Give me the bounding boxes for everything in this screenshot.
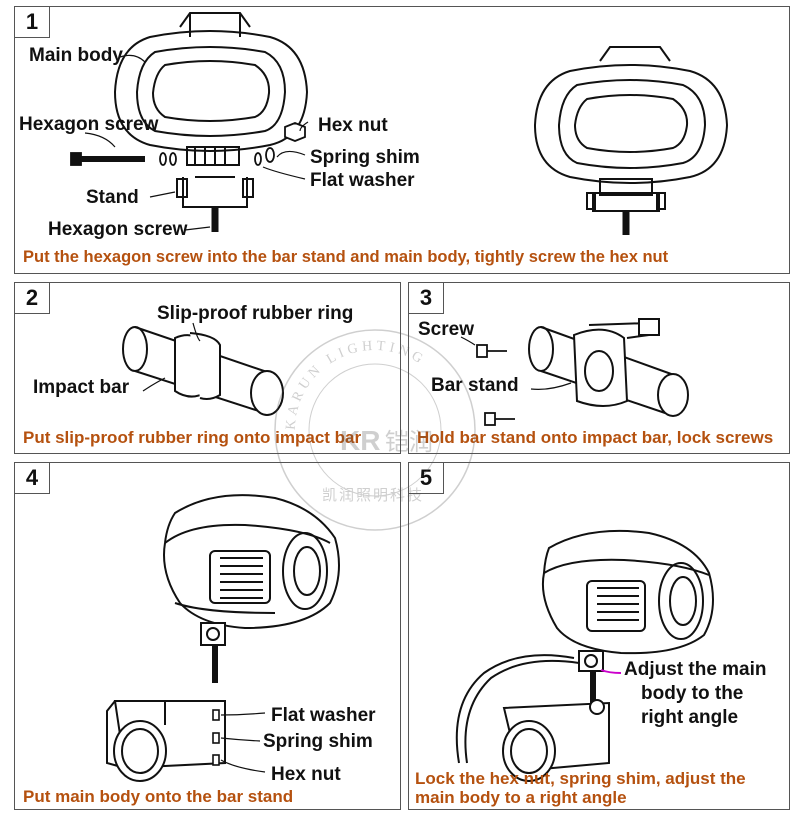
assembled-lamp-drawing [541,529,714,703]
main-body-side-drawing [163,494,340,683]
bar-stand-drawing [502,699,610,782]
hex-nut-drawing [254,122,306,166]
label-main-body: Main body [29,45,123,66]
label-adjust-line-2: body to the [641,683,744,704]
step-5-illustration [455,529,714,782]
label-impact-bar: Impact bar [33,377,130,398]
label-adjust-line-3: right angle [641,707,739,728]
washer-parts-drawing [212,709,220,766]
step-5-panel: 5 Adjust the main body to the righ [408,462,790,810]
step-3-illustration [460,318,689,426]
step-1-caption: Put the hexagon screw into the bar stand… [23,248,669,266]
bar-stand-drawing [528,318,689,417]
step-4-caption: Put main body onto the bar stand [23,787,294,806]
label-rubber-ring: Slip-proof rubber ring [157,303,354,324]
label-bar-stand: Bar stand [431,375,519,396]
cable-drawing [455,654,580,764]
angle-indicator-line [600,669,622,674]
step-5-caption-line-2: main body to a right angle [415,788,627,807]
step-2-illustration [122,322,284,416]
label-hexagon-screw: Hexagon screw [19,114,159,135]
step-1-panel: 1 [14,6,790,274]
leader-lines [84,54,309,231]
screw-drawing [476,344,515,426]
hexagon-screw-drawing [70,152,177,166]
step-number: 2 [15,283,50,314]
step-4-panel: 4 [14,462,401,810]
rubber-ring-drawing [174,332,221,400]
step-number: 5 [409,463,444,494]
step-number: 1 [15,7,50,38]
label-adjust-line-1: Adjust the main [624,659,767,680]
step-number: 4 [15,463,50,494]
assembled-lamp-drawing [533,46,729,235]
label-spring-shim: Spring shim [263,731,373,752]
label-hexagon-screw-bottom: Hexagon screw [48,219,188,240]
label-flat-washer: Flat washer [310,170,415,191]
step-3-panel: 3 Screw Bar stand Hold bar stand onto im… [408,282,790,454]
step-2-panel: 2 Slip-proof rubber ring Impact bar Put … [14,282,401,454]
label-screw: Screw [418,319,474,340]
label-flat-washer: Flat washer [271,705,376,726]
label-spring-shim: Spring shim [310,147,420,168]
step-5-caption-line-1: Lock the hex nut, spring shim, adjust th… [415,769,746,788]
step-1-illustration [70,12,729,235]
step-3-caption: Hold bar stand onto impact bar, lock scr… [417,428,774,447]
bar-stand-drawing [106,700,226,782]
step-4-illustration [106,494,340,782]
label-hex-nut: Hex nut [271,764,341,785]
label-hex-nut: Hex nut [318,115,388,136]
stand-drawing [176,176,254,232]
label-stand: Stand [86,187,139,208]
step-2-caption: Put slip-proof rubber ring onto impact b… [23,428,362,447]
main-body-drawing [113,12,309,166]
step-number: 3 [409,283,444,314]
